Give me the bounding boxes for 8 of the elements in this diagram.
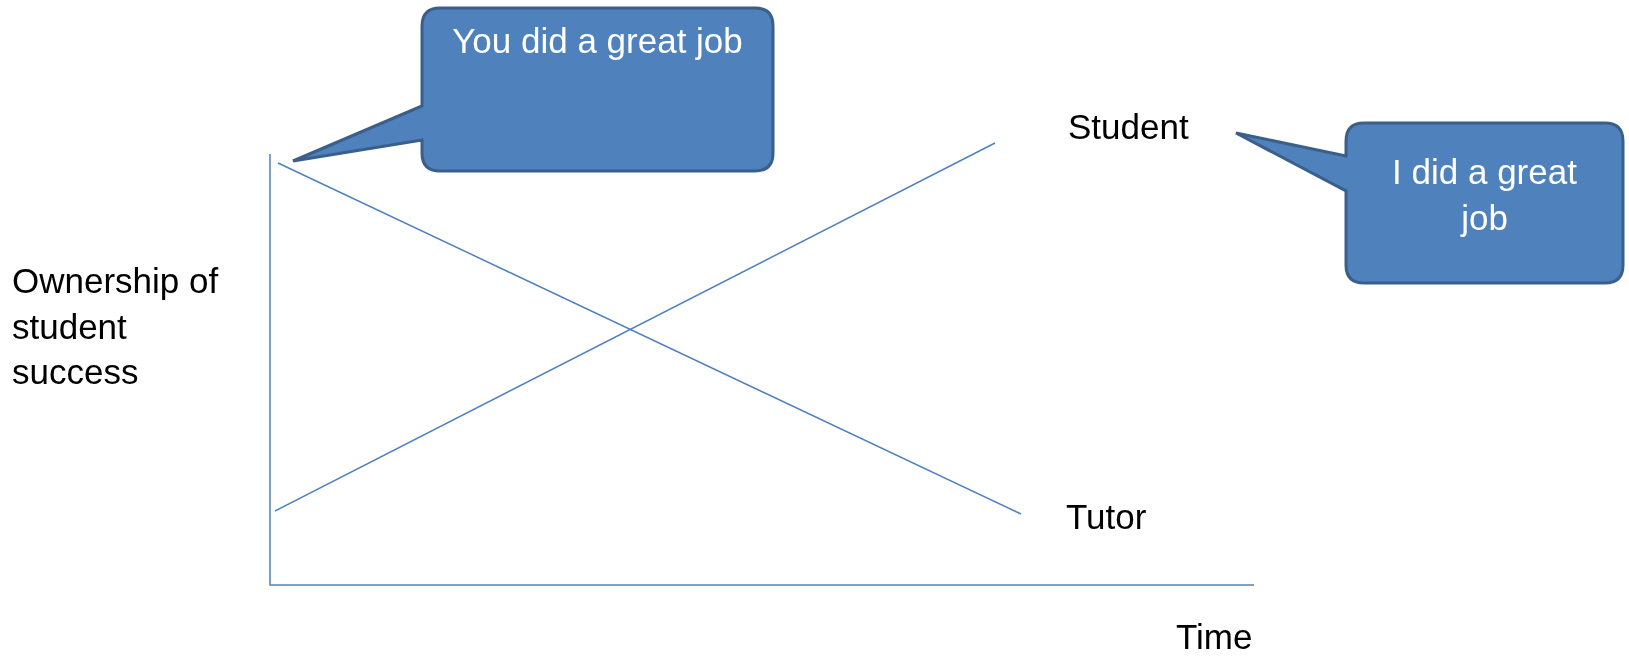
bubble-text: I did a great job [1391,151,1578,239]
speech-bubble [1234,121,1625,285]
line-label: Student [1068,106,1190,148]
axis-label: Ownership of student success [12,260,220,393]
line-label: Tutor [1066,496,1148,538]
axis-label: Time [1176,616,1254,658]
speech-bubble [291,6,775,173]
bubble-text: You did a great job [451,20,744,62]
